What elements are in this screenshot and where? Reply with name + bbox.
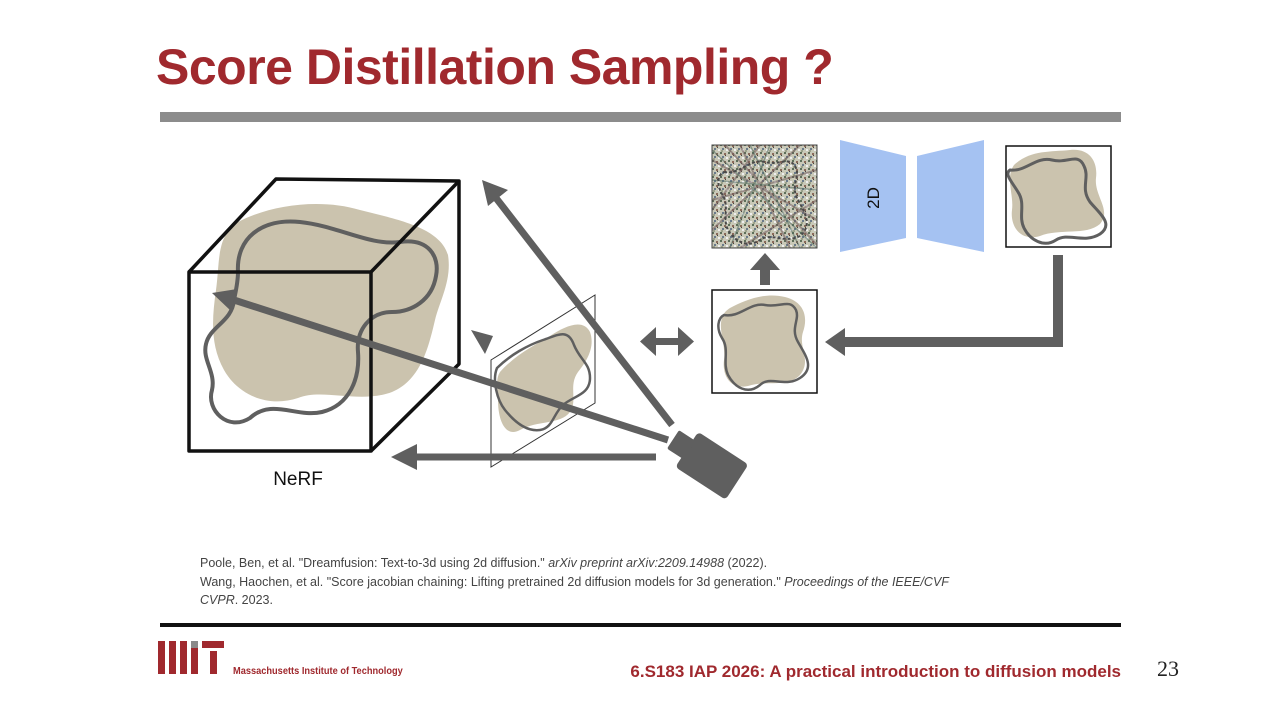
reference-item: Wang, Haochen, et al. "Score jacobian ch… xyxy=(200,574,949,608)
nerf-label: NeRF xyxy=(273,469,323,490)
up-arrow xyxy=(750,253,780,285)
rendered-image-contour xyxy=(717,302,810,391)
course-title: 6.S183 IAP 2026: A practical introductio… xyxy=(630,662,1121,681)
noised-image xyxy=(711,144,818,249)
image-plane xyxy=(490,294,596,468)
image-plane-contour xyxy=(493,333,592,432)
reference-item: Poole, Ben, et al. "Dreamfusion: Text-to… xyxy=(200,556,768,570)
references: Poole, Ben, et al. "Dreamfusion: Text-to… xyxy=(200,554,970,610)
denoised-image xyxy=(1005,145,1112,248)
mit-logo xyxy=(158,641,224,674)
page-number: 23 xyxy=(1157,656,1179,681)
slide-title: Score Distillation Sampling ? xyxy=(156,39,834,95)
nerf-surface-contour xyxy=(203,219,439,425)
rendered-image xyxy=(711,289,818,394)
ray-to-nerf xyxy=(232,296,670,444)
feedback-arrow xyxy=(825,255,1063,356)
plane-corner-arrowhead xyxy=(471,330,493,354)
diffusion-model-2d: 2D xyxy=(840,140,984,252)
model-label: 2D xyxy=(864,187,883,209)
decoder-block xyxy=(917,140,984,252)
title-divider xyxy=(160,112,1121,122)
encoder-block xyxy=(840,140,906,252)
nerf-volume xyxy=(187,177,461,453)
sds-diagram: 2D NeRF xyxy=(187,140,1112,499)
institution-name: Massachusetts Institute of Technology xyxy=(233,665,403,677)
camera-icon xyxy=(667,430,747,499)
denoised-image-blob xyxy=(1009,149,1105,238)
camera-rays xyxy=(212,180,675,470)
ray-up xyxy=(493,195,675,428)
nerf-cube-wireframe xyxy=(187,177,461,453)
double-arrow xyxy=(640,327,694,356)
denoised-image-contour xyxy=(1006,157,1108,245)
footer-divider xyxy=(160,623,1121,627)
rendered-image-blob xyxy=(720,295,806,387)
